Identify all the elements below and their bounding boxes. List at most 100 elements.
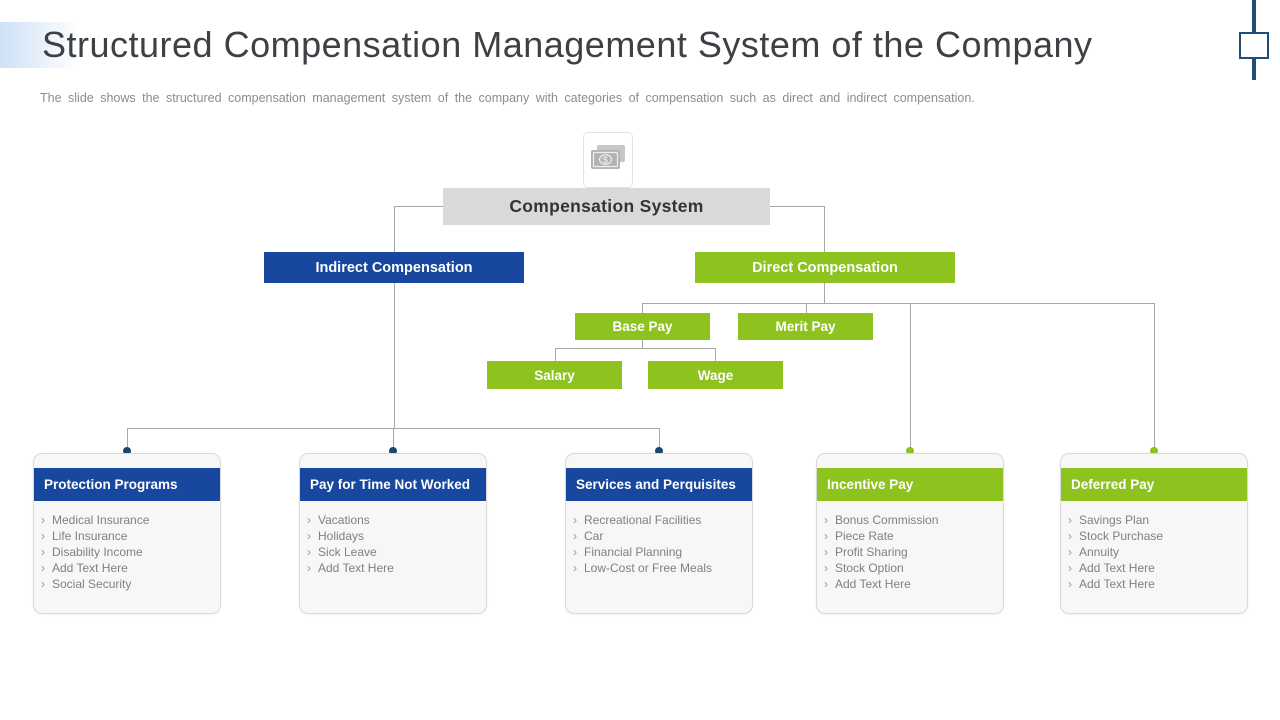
connector-line: [806, 303, 807, 313]
connector-line: [394, 206, 443, 207]
list-item-text: Bonus Commission: [835, 513, 939, 527]
node-base-pay: Base Pay: [575, 313, 710, 340]
connector-line: [555, 348, 556, 361]
connector-dot: [655, 447, 663, 455]
bullet-icon: ›: [573, 545, 577, 559]
bullet-icon: ›: [307, 561, 311, 575]
connector-dot: [389, 447, 397, 455]
node-indirect-compensation: Indirect Compensation: [264, 252, 524, 283]
card-deferred-pay: Deferred Pay › Savings Plan › Stock Purcha…: [1060, 453, 1248, 614]
list-item-text: Vacations: [318, 513, 370, 527]
connector-dot: [906, 447, 914, 455]
list-item: ›Profit Sharing: [824, 544, 997, 560]
list-item: › Financial Planning: [573, 544, 746, 560]
card-incentive-pay: Incentive Pay › Bonus Commission › Piece R…: [816, 453, 1004, 614]
bullet-icon: ›: [307, 513, 311, 527]
bullet-icon: ›: [824, 561, 828, 575]
list-item: › Savings Plan: [1068, 512, 1241, 528]
bullet-icon: ›: [41, 561, 45, 575]
list-item-text: Financial Planning: [584, 545, 683, 559]
connector-line: [127, 428, 128, 453]
card-title: Protection Programs: [34, 468, 220, 501]
node-wage: Wage: [648, 361, 783, 389]
list-item: › Vacations: [307, 512, 480, 528]
card-list: ›Medical Insurance ›Life Insurance ›Disa…: [41, 512, 214, 592]
bullet-icon: ›: [307, 545, 311, 559]
connector-line: [642, 340, 643, 348]
list-item-text: Annuity: [1079, 545, 1120, 559]
node-compensation-system: Compensation System: [443, 188, 770, 225]
bullet-icon: ›: [824, 529, 828, 543]
bullet-icon: ›: [1068, 545, 1072, 559]
list-item: › Sick Leave: [307, 544, 480, 560]
list-item-text: Savings Plan: [1079, 513, 1150, 527]
bullet-icon: ›: [1068, 529, 1072, 543]
list-item: › Recreational Facilities: [573, 512, 746, 528]
card-title: Deferred Pay: [1061, 468, 1247, 501]
bullet-icon: ›: [573, 561, 577, 575]
bullet-icon: ›: [573, 513, 577, 527]
list-item-text: Social Security: [52, 577, 132, 591]
list-item: › Piece Rate: [824, 528, 997, 544]
card-title: Services and Perquisites: [566, 468, 752, 501]
list-item-text: Holidays: [318, 529, 365, 543]
list-item-text: Recreational Facilities: [584, 513, 702, 527]
list-item: › Add Text Here: [1068, 576, 1241, 592]
list-item: › Holidays: [307, 528, 480, 544]
list-item: ›Disability Income: [41, 544, 214, 560]
list-item-text: Stock Option: [835, 561, 904, 575]
bullet-icon: ›: [1068, 577, 1072, 591]
money-icon: $: [589, 143, 627, 178]
connector-line: [642, 303, 1154, 304]
card-list: › Recreational Facilities ›Car › Financial…: [573, 512, 746, 576]
card-services-and-perquisites: Services and Perquisites › Recreational F…: [565, 453, 753, 614]
list-item: › Stock Purchase: [1068, 528, 1241, 544]
bullet-icon: ›: [824, 545, 828, 559]
list-item-text: Add Text Here: [835, 577, 911, 591]
list-item-text: Piece Rate: [835, 529, 894, 543]
connector-line: [555, 348, 715, 349]
card-list: › Vacations › Holidays › Sick Leave › Add Te…: [307, 512, 480, 576]
bullet-icon: ›: [41, 513, 45, 527]
connector-dot: [1150, 447, 1158, 455]
list-item: ›Life Insurance: [41, 528, 214, 544]
list-item-text: Sick Leave: [318, 545, 377, 559]
list-item: › Medical Insurance: [41, 512, 214, 528]
node-merit-pay: Merit Pay: [738, 313, 873, 340]
bullet-icon: ›: [307, 529, 311, 543]
svg-text:$: $: [603, 155, 608, 165]
bullet-icon: ›: [41, 529, 45, 543]
connector-line: [824, 206, 825, 252]
list-item: ›Social Security: [41, 576, 214, 592]
list-item: › Stock Option: [824, 560, 997, 576]
list-item: ›Car: [573, 528, 746, 544]
bullet-icon: ›: [824, 513, 828, 527]
title-accent-bar: [0, 22, 80, 68]
list-item: › Add Text Here: [1068, 560, 1241, 576]
node-direct-compensation: Direct Compensation: [695, 252, 955, 283]
list-item-text: Add Text Here: [318, 561, 394, 575]
connector-line: [642, 303, 643, 313]
card-protection-programs: Protection Programs › Medical Insurance ›…: [33, 453, 221, 614]
list-item-text: Stock Purchase: [1079, 529, 1164, 543]
list-item: › Annuity: [1068, 544, 1241, 560]
list-item-text: Add Text Here: [1079, 577, 1155, 591]
page-title: Structured Compensation Management Syste…: [42, 24, 1093, 65]
list-item-text: Medical Insurance: [52, 513, 150, 527]
connector-line: [770, 206, 824, 207]
card-pay-for-time-not-worked: Pay for Time Not Worked › Vacations › Holi…: [299, 453, 487, 614]
bullet-icon: ›: [1068, 513, 1072, 527]
list-item: ›Add Text Here: [824, 576, 997, 592]
slide-subtitle: The slide shows the structured compensat…: [40, 91, 975, 105]
list-item: › Add Text Here: [307, 560, 480, 576]
decorative-square: [1239, 32, 1269, 59]
card-title: Pay for Time Not Worked: [300, 468, 486, 501]
list-item: ›Low-Cost or Free Meals: [573, 560, 746, 576]
card-list: › Savings Plan › Stock Purchase › Annuity ›…: [1068, 512, 1241, 592]
list-item-text: Disability Income: [52, 545, 143, 559]
connector-line: [659, 428, 660, 453]
list-item-text: Add Text Here: [1079, 561, 1155, 575]
bullet-icon: ›: [1068, 561, 1072, 575]
card-title: Incentive Pay: [817, 468, 1003, 501]
